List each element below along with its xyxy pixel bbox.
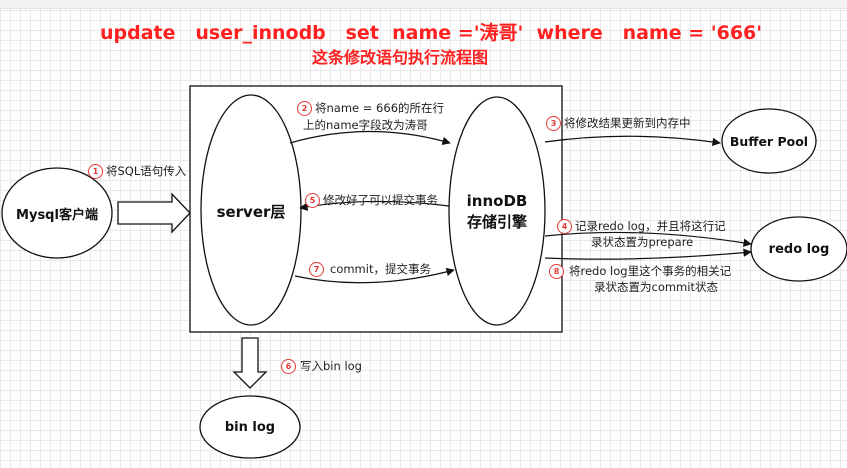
- diagram-subtitle: 这条修改语句执行流程图: [311, 48, 488, 67]
- step-badge-3: 3: [546, 116, 561, 131]
- buffer-pool-ellipse: [721, 108, 817, 174]
- node-server-layer: server层: [216, 202, 286, 221]
- step-label-2-line1: 将name = 666的所在行: [315, 101, 445, 115]
- step-badge-5: 5: [305, 193, 320, 208]
- arrow-step-3: [544, 135, 721, 147]
- window-top-bar: [0, 0, 847, 9]
- mysql-client-ellipse: [1, 167, 113, 259]
- client-to-server-block-arrow: [117, 192, 191, 234]
- node-innodb: innoDB 存储引擎: [466, 192, 528, 231]
- innodb-ellipse: [448, 96, 546, 326]
- step-label-4-line2: 录状态置为prepare: [591, 235, 694, 249]
- step-label-7: commit，提交事务: [330, 262, 431, 276]
- node-redo-log: redo log: [768, 241, 830, 257]
- arrow-step-8: [544, 248, 752, 260]
- arrow-step-2: [289, 130, 451, 145]
- step-label-1: 将SQL语句传入: [106, 164, 187, 178]
- step-badge-1: 1: [88, 164, 103, 179]
- step-badge-7: 7: [309, 262, 324, 277]
- step-label-8-line2: 录状态置为commit状态: [594, 280, 718, 294]
- step-label-2-line2: 上的name字段改为涛哥: [303, 118, 428, 132]
- node-bin-log: bin log: [224, 419, 276, 435]
- node-mysql-client: Mysql客户端: [16, 207, 98, 223]
- arrow-step-7: [294, 267, 455, 284]
- server-to-binlog-block-arrow: [232, 337, 268, 389]
- step-label-6: 写入bin log: [300, 359, 362, 373]
- step-label-8-line1: 将redo log里这个事务的相关记: [569, 264, 732, 278]
- step-badge-6: 6: [281, 359, 296, 374]
- node-buffer-pool: Buffer Pool: [729, 133, 809, 149]
- step-label-4-line1: 记录redo log，并且将这行记: [575, 219, 726, 233]
- step-label-5: 修改好了可以提交事务: [323, 193, 438, 207]
- step-label-3: 将修改结果更新到内存中: [564, 116, 691, 130]
- step-badge-4: 4: [557, 219, 572, 234]
- step-badge-2: 2: [297, 101, 312, 116]
- arrow-step-4: [544, 231, 752, 247]
- step-badge-8: 8: [549, 264, 564, 279]
- bin-log-ellipse: [199, 395, 301, 459]
